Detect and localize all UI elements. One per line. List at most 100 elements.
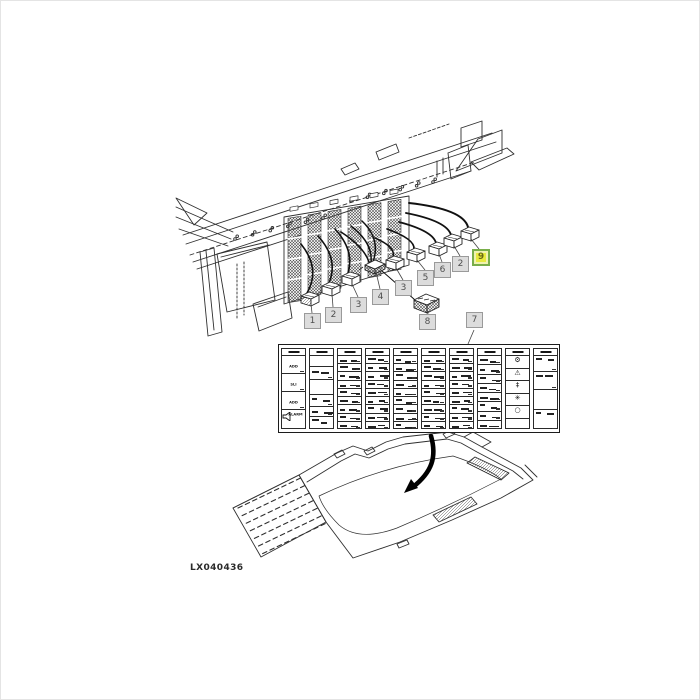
decal-cell: ⚙ <box>506 356 529 369</box>
decal-cell <box>394 381 417 389</box>
callout-5[interactable]: 5 <box>417 270 434 286</box>
decal-cell <box>338 405 361 414</box>
callout-1[interactable]: 1 <box>304 313 321 329</box>
decal-cell: ⚠ <box>506 368 529 381</box>
decal-cell <box>366 372 389 381</box>
decal-cell <box>394 422 417 430</box>
decal-column-header <box>428 350 439 353</box>
decal-column <box>309 348 334 429</box>
decal-cell: ADD <box>282 356 305 374</box>
decal-cell <box>338 372 361 381</box>
decal-cell <box>366 381 389 389</box>
decal-cell <box>478 421 501 430</box>
decal-cell <box>478 356 501 366</box>
decal-cell <box>422 422 445 430</box>
decal-cell-label: ADD <box>289 400 298 405</box>
decal-cell <box>394 372 417 381</box>
decal-cell <box>534 390 557 410</box>
callout-6[interactable]: 6 <box>434 262 451 278</box>
decal-cell <box>366 414 389 422</box>
decal-cell <box>422 389 445 398</box>
decal-cell <box>338 389 361 398</box>
decal-cell <box>450 422 473 430</box>
decal-cell: ALARM <box>282 410 305 430</box>
decal-cell <box>450 381 473 389</box>
decal-column <box>393 348 418 429</box>
decal-cell <box>534 372 557 390</box>
gear-icon: ⚙ <box>514 356 521 364</box>
cover-grille <box>237 477 326 555</box>
lever-icon: ‡ <box>515 381 520 389</box>
decal-cell <box>450 397 473 406</box>
callout-7[interactable]: 7 <box>466 312 483 328</box>
callout-8[interactable]: 8 <box>419 314 436 330</box>
figure-code: LX040436 <box>190 563 244 573</box>
decal-cell <box>366 405 389 414</box>
decal-cell <box>394 356 417 365</box>
decal-cell <box>366 397 389 406</box>
relay-arcs <box>300 202 469 301</box>
decal-column: ⚙ ⚠ ‡ ✳ ○ <box>505 348 530 429</box>
decal-cell <box>394 397 417 406</box>
fuse-decal-panel: ADD SLI ADD ALARM ⚙ ⚠ ‡ ✳ ○ <box>278 344 560 433</box>
decal-cell <box>422 364 445 373</box>
flower-icon: ✳ <box>514 393 521 402</box>
decal-column <box>533 348 558 429</box>
decal-column-header <box>372 350 383 353</box>
decal-column-header <box>288 350 299 353</box>
callout-2[interactable]: 2 <box>325 307 342 323</box>
decal-cell: ‡ <box>506 381 529 394</box>
decal-cell <box>394 405 417 414</box>
decal-cell <box>310 367 333 380</box>
decal-cell <box>422 356 445 365</box>
decal-cell <box>450 389 473 398</box>
decal-cell <box>478 365 501 375</box>
ring-icon: ○ <box>514 406 521 414</box>
install-arrow-icon <box>404 433 436 493</box>
decal-cell <box>478 412 501 421</box>
decal-column-header <box>316 350 327 353</box>
decal-column <box>365 348 390 429</box>
decal-column <box>421 348 446 429</box>
decal-cell <box>478 393 501 403</box>
decal-column-header <box>344 350 355 353</box>
decal-cell <box>310 417 333 430</box>
decal-cell <box>338 397 361 406</box>
decal-cell-label: ALARM <box>288 412 303 417</box>
decal-cell <box>310 356 333 367</box>
decal-cell <box>422 405 445 414</box>
decal-column-header <box>484 350 495 353</box>
callout-4[interactable]: 4 <box>372 289 389 305</box>
callout-9-highlighted[interactable]: 9 <box>472 249 490 266</box>
decal-column <box>337 348 362 429</box>
decal-column-header <box>512 350 523 353</box>
warning-triangle-icon: ⚠ <box>514 368 521 377</box>
decal-column <box>449 348 474 429</box>
decal-cell <box>310 407 333 417</box>
decal-cell <box>534 356 557 372</box>
callout-2[interactable]: 2 <box>452 256 469 272</box>
relay-cubes <box>300 226 480 314</box>
decal-cell <box>394 414 417 422</box>
decal-cell <box>366 389 389 398</box>
decal-cell <box>338 422 361 430</box>
decal-column-header <box>540 350 551 353</box>
callout-3[interactable]: 3 <box>395 280 412 296</box>
decal-cell <box>422 397 445 406</box>
decal-column: ADD SLI ADD ALARM <box>281 348 306 429</box>
decal-cell <box>338 381 361 389</box>
decal-cell <box>422 414 445 422</box>
decal-cell-label: ADD <box>289 364 298 369</box>
decal-cell: ○ <box>506 406 529 419</box>
decal-cell <box>366 356 389 365</box>
decal-cell <box>506 419 529 430</box>
callout-3[interactable]: 3 <box>350 297 367 313</box>
decal-cell <box>338 364 361 373</box>
decal-column-header <box>400 350 411 353</box>
decal-cell <box>394 364 417 373</box>
decal-cell: SLI <box>282 374 305 392</box>
decal-cell <box>450 405 473 414</box>
decal-column <box>477 348 502 429</box>
decal-cell <box>366 364 389 373</box>
